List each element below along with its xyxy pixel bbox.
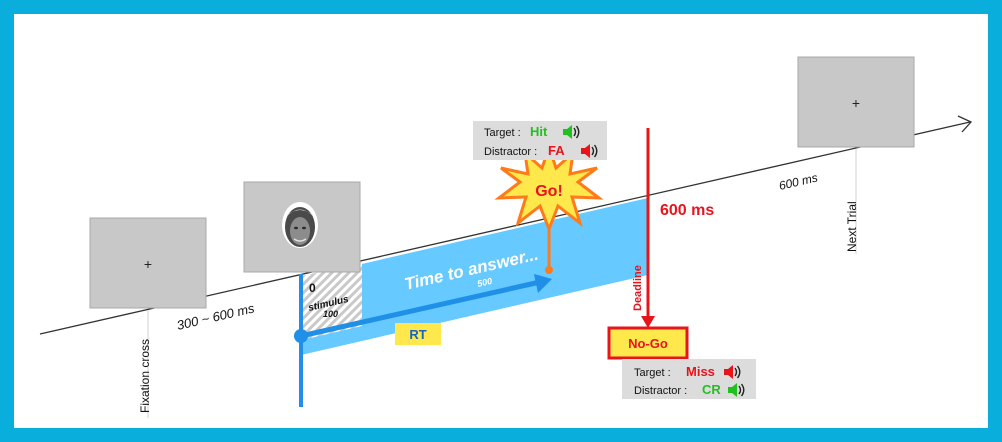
rt-arrow-line — [300, 279, 541, 339]
go-target-outcome: Hit — [530, 124, 548, 139]
go-distractor-label: Distractor : — [484, 146, 537, 158]
stimulus-onset-label: 0 — [309, 281, 316, 295]
nogo-target-label: Target : — [634, 367, 671, 379]
next-trial-plus: + — [852, 95, 860, 111]
next-trial-label: Next Trial — [845, 201, 859, 252]
nogo-target-outcome: Miss — [686, 364, 715, 379]
go-target-label: Target : — [484, 127, 521, 139]
fixation-cross-label: Fixation cross — [138, 339, 152, 413]
rt-label: RT — [409, 327, 426, 342]
time-axis-arrowhead — [957, 115, 973, 133]
rt-arrowhead — [534, 274, 552, 293]
nogo-distractor-label: Distractor : — [634, 385, 687, 397]
no-go-label: No-Go — [628, 336, 668, 351]
fixation-screen — [89, 217, 207, 309]
stimulus-duration-label: 100 — [323, 309, 338, 319]
go-response-dot — [545, 266, 553, 274]
nogo-distractor-outcome: CR — [702, 382, 721, 397]
next-trial-screen — [797, 56, 915, 148]
deadline-arrowhead — [641, 316, 655, 328]
deadline-time: 600 ms — [660, 202, 714, 219]
stimulus-screen — [243, 181, 361, 273]
face-image — [282, 202, 318, 248]
answer-window-duration: 500 — [476, 276, 493, 289]
go-label: Go! — [535, 183, 563, 200]
go-distractor-outcome: FA — [548, 143, 565, 158]
stimulus-hatch — [302, 262, 362, 340]
no-go-label-box — [607, 326, 689, 360]
go-burst — [494, 142, 604, 234]
rt-label-box — [395, 323, 441, 345]
deadline-label: Deadline — [632, 265, 644, 311]
rt-start-dot — [294, 329, 308, 343]
fixation-plus: + — [144, 256, 152, 272]
iti-label: 600 ms — [778, 170, 819, 192]
